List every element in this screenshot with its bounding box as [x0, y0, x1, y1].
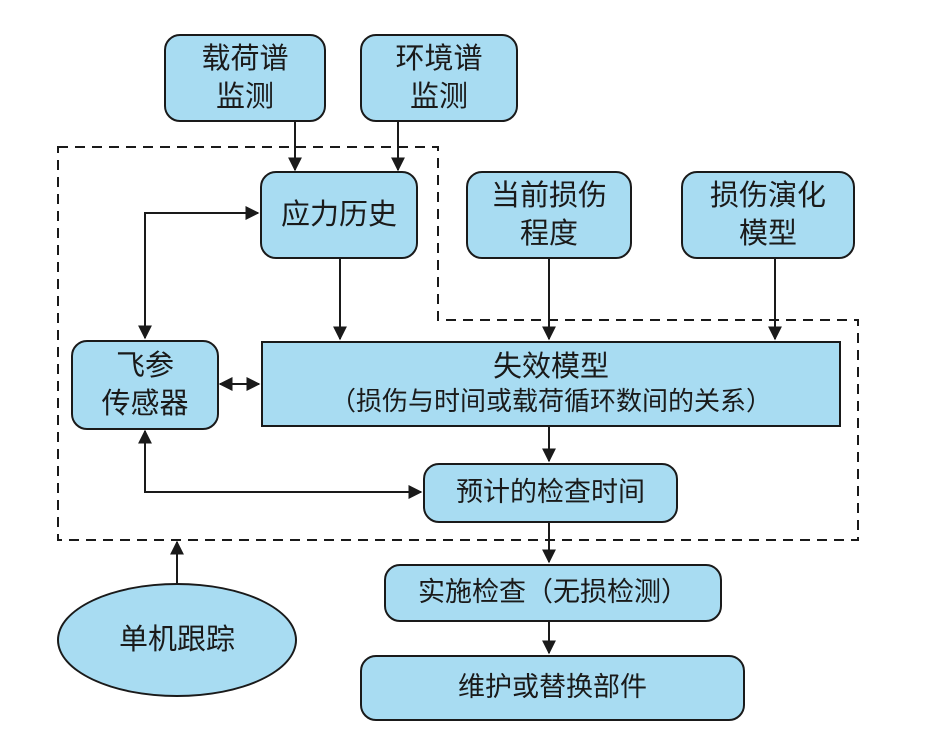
- node-inspection-line1: 实施检查（无损检测）: [418, 577, 688, 609]
- node-load-spectrum: 载荷谱 监测: [164, 34, 326, 122]
- node-predicted-time: 预计的检查时间: [423, 463, 678, 523]
- node-inspection: 实施检查（无损检测）: [384, 564, 722, 622]
- node-current-damage-line2: 程度: [519, 216, 578, 250]
- node-current-damage: 当前损伤 程度: [466, 171, 632, 259]
- node-tracking: 单机跟踪: [57, 583, 297, 697]
- node-predicted-time-line1: 预计的检查时间: [456, 477, 645, 509]
- node-stress-history: 应力历史: [260, 171, 418, 259]
- node-damage-model-line1: 损伤演化: [709, 178, 826, 213]
- node-env-spectrum-line2: 监测: [409, 79, 468, 113]
- node-flight-sensor-line1: 飞参: [115, 348, 174, 383]
- dashed-boundary: [57, 146, 859, 541]
- node-load-spectrum-line1: 载荷谱: [201, 41, 289, 76]
- node-maintenance-line1: 维护或替换部件: [458, 672, 647, 704]
- node-flight-sensor-line2: 传感器: [101, 386, 189, 420]
- node-failure-model: 失效模型 （损伤与时间或载荷循环数间的关系）: [261, 341, 841, 427]
- node-env-spectrum-line1: 环境谱: [395, 41, 483, 76]
- node-failure-model-line2: （损伤与时间或载荷循环数间的关系）: [329, 386, 772, 417]
- node-stress-history-line1: 应力历史: [280, 197, 397, 232]
- node-failure-model-line1: 失效模型: [492, 349, 609, 384]
- node-maintenance: 维护或替换部件: [360, 655, 745, 721]
- node-damage-model: 损伤演化 模型: [681, 171, 855, 259]
- edge-stress-sensor: [138, 206, 260, 340]
- node-load-spectrum-line2: 监测: [215, 79, 274, 113]
- edge-sensor-to-time: [138, 429, 423, 499]
- node-current-damage-line1: 当前损伤: [490, 178, 607, 213]
- node-env-spectrum: 环境谱 监测: [360, 34, 518, 122]
- node-flight-sensor: 飞参 传感器: [71, 340, 219, 430]
- node-tracking-line1: 单机跟踪: [118, 622, 235, 657]
- node-damage-model-line2: 模型: [738, 216, 797, 250]
